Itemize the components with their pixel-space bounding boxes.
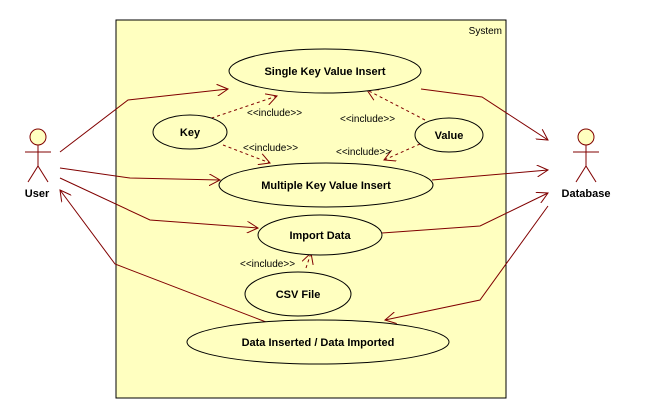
use-case-import-data-label: Import Data <box>289 230 351 242</box>
use-case-multiple-insert[interactable]: Multiple Key Value Insert <box>218 162 434 208</box>
assoc-multiple-insert-database <box>431 170 548 181</box>
assoc-import-data-database <box>381 193 548 234</box>
assoc-database-data-inserted <box>385 205 549 320</box>
assoc-data-inserted-user <box>60 190 267 323</box>
include-key-multiple <box>222 144 270 163</box>
use-case-single-insert-label: Single Key Value Insert <box>264 66 385 78</box>
actor-user-label: User <box>25 188 50 200</box>
include-value-single <box>367 90 426 121</box>
use-case-data-inserted[interactable]: Data Inserted / Data Imported <box>186 319 450 365</box>
use-case-value-label: Value <box>435 130 464 142</box>
use-case-value[interactable]: Value <box>414 117 484 153</box>
include-dependencies <box>199 90 426 269</box>
assoc-user-single-insert <box>59 89 228 153</box>
assoc-user-import-data <box>59 177 258 228</box>
use-case-data-inserted-label: Data Inserted / Data Imported <box>242 337 395 349</box>
database-head-icon <box>577 128 595 146</box>
include-label-value-single: <<include>> <box>340 114 395 125</box>
include-csv-import <box>306 253 311 269</box>
assoc-single-insert-database <box>420 88 548 140</box>
system-label: System <box>469 26 502 37</box>
actor-database-label: Database <box>562 188 611 200</box>
actor-database[interactable] <box>573 128 599 183</box>
include-key-single <box>199 96 277 123</box>
include-label-value-multiple: <<include>> <box>336 147 391 158</box>
include-label-csv-import: <<include>> <box>240 259 295 270</box>
use-case-import-data[interactable]: Import Data <box>257 214 383 256</box>
include-value-multiple <box>384 143 421 160</box>
use-case-multiple-insert-label: Multiple Key Value Insert <box>261 180 391 192</box>
use-case-csv-file-label: CSV File <box>276 289 321 301</box>
assoc-user-multiple-insert <box>59 167 220 180</box>
associations <box>60 89 548 322</box>
use-case-key-label: Key <box>180 127 201 139</box>
include-label-key-multiple: <<include>> <box>243 143 298 154</box>
include-label-key-single: <<include>> <box>247 108 302 119</box>
actor-user[interactable] <box>25 128 51 183</box>
use-case-single-insert[interactable]: Single Key Value Insert <box>228 48 422 94</box>
use-case-csv-file[interactable]: CSV File <box>244 271 352 317</box>
user-head-icon <box>29 128 47 146</box>
use-case-key[interactable]: Key <box>152 114 228 150</box>
